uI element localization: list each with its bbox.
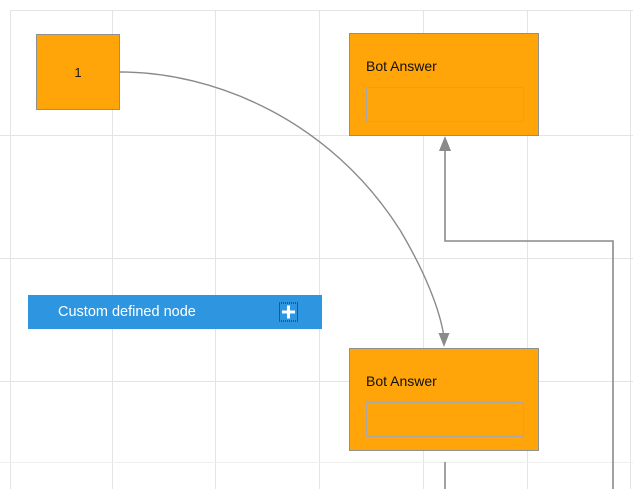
plus-icon[interactable] (279, 302, 298, 322)
node-bot-answer-1-slot[interactable] (366, 87, 524, 122)
node-start-label: 1 (74, 64, 82, 80)
node-bot-answer-1-title: Bot Answer (366, 58, 437, 74)
plus-icon-vertical-bar (287, 305, 290, 319)
node-bot-answer-2[interactable]: Bot Answer (349, 348, 539, 451)
edge-start-to-bot-answer-2[interactable] (119, 71, 450, 347)
custom-defined-node-button[interactable]: Custom defined node (28, 295, 322, 329)
node-bot-answer-1[interactable]: Bot Answer (349, 33, 539, 136)
node-bot-answer-2-title: Bot Answer (366, 373, 437, 389)
edge-bot-answer-2-to-bot-answer-1[interactable] (439, 136, 614, 489)
node-bot-answer-2-slot[interactable] (366, 402, 524, 437)
custom-defined-node-label: Custom defined node (58, 303, 196, 320)
node-start[interactable]: 1 (36, 34, 120, 110)
